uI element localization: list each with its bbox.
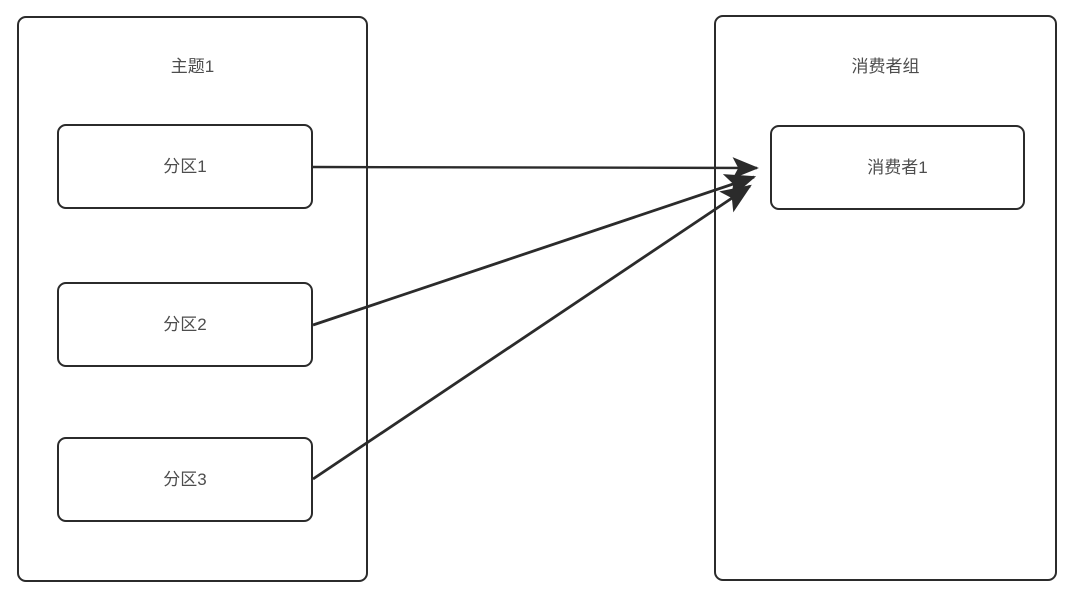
consumer-group-container[interactable] [714,15,1057,581]
consumer-1-label: 消费者1 [867,157,928,177]
consumer-1-node[interactable]: 消费者1 [770,125,1025,210]
partition-1-label: 分区1 [163,156,207,176]
edge-partition-1-to-consumer-1 [312,157,759,179]
partition-2-node[interactable]: 分区2 [57,282,313,367]
partition-2-label: 分区2 [163,314,207,334]
partition-3-node[interactable]: 分区3 [57,437,313,522]
edge-partition-2-to-consumer-1 [312,174,757,327]
partition-1-node[interactable]: 分区1 [57,124,313,209]
partition-3-label: 分区3 [163,469,207,489]
topic-container-title: 主题1 [170,57,215,76]
topic-container[interactable] [17,16,368,582]
consumer-group-container-title: 消费者组 [851,57,920,76]
edge-partition-3-to-consumer-1 [312,184,752,481]
